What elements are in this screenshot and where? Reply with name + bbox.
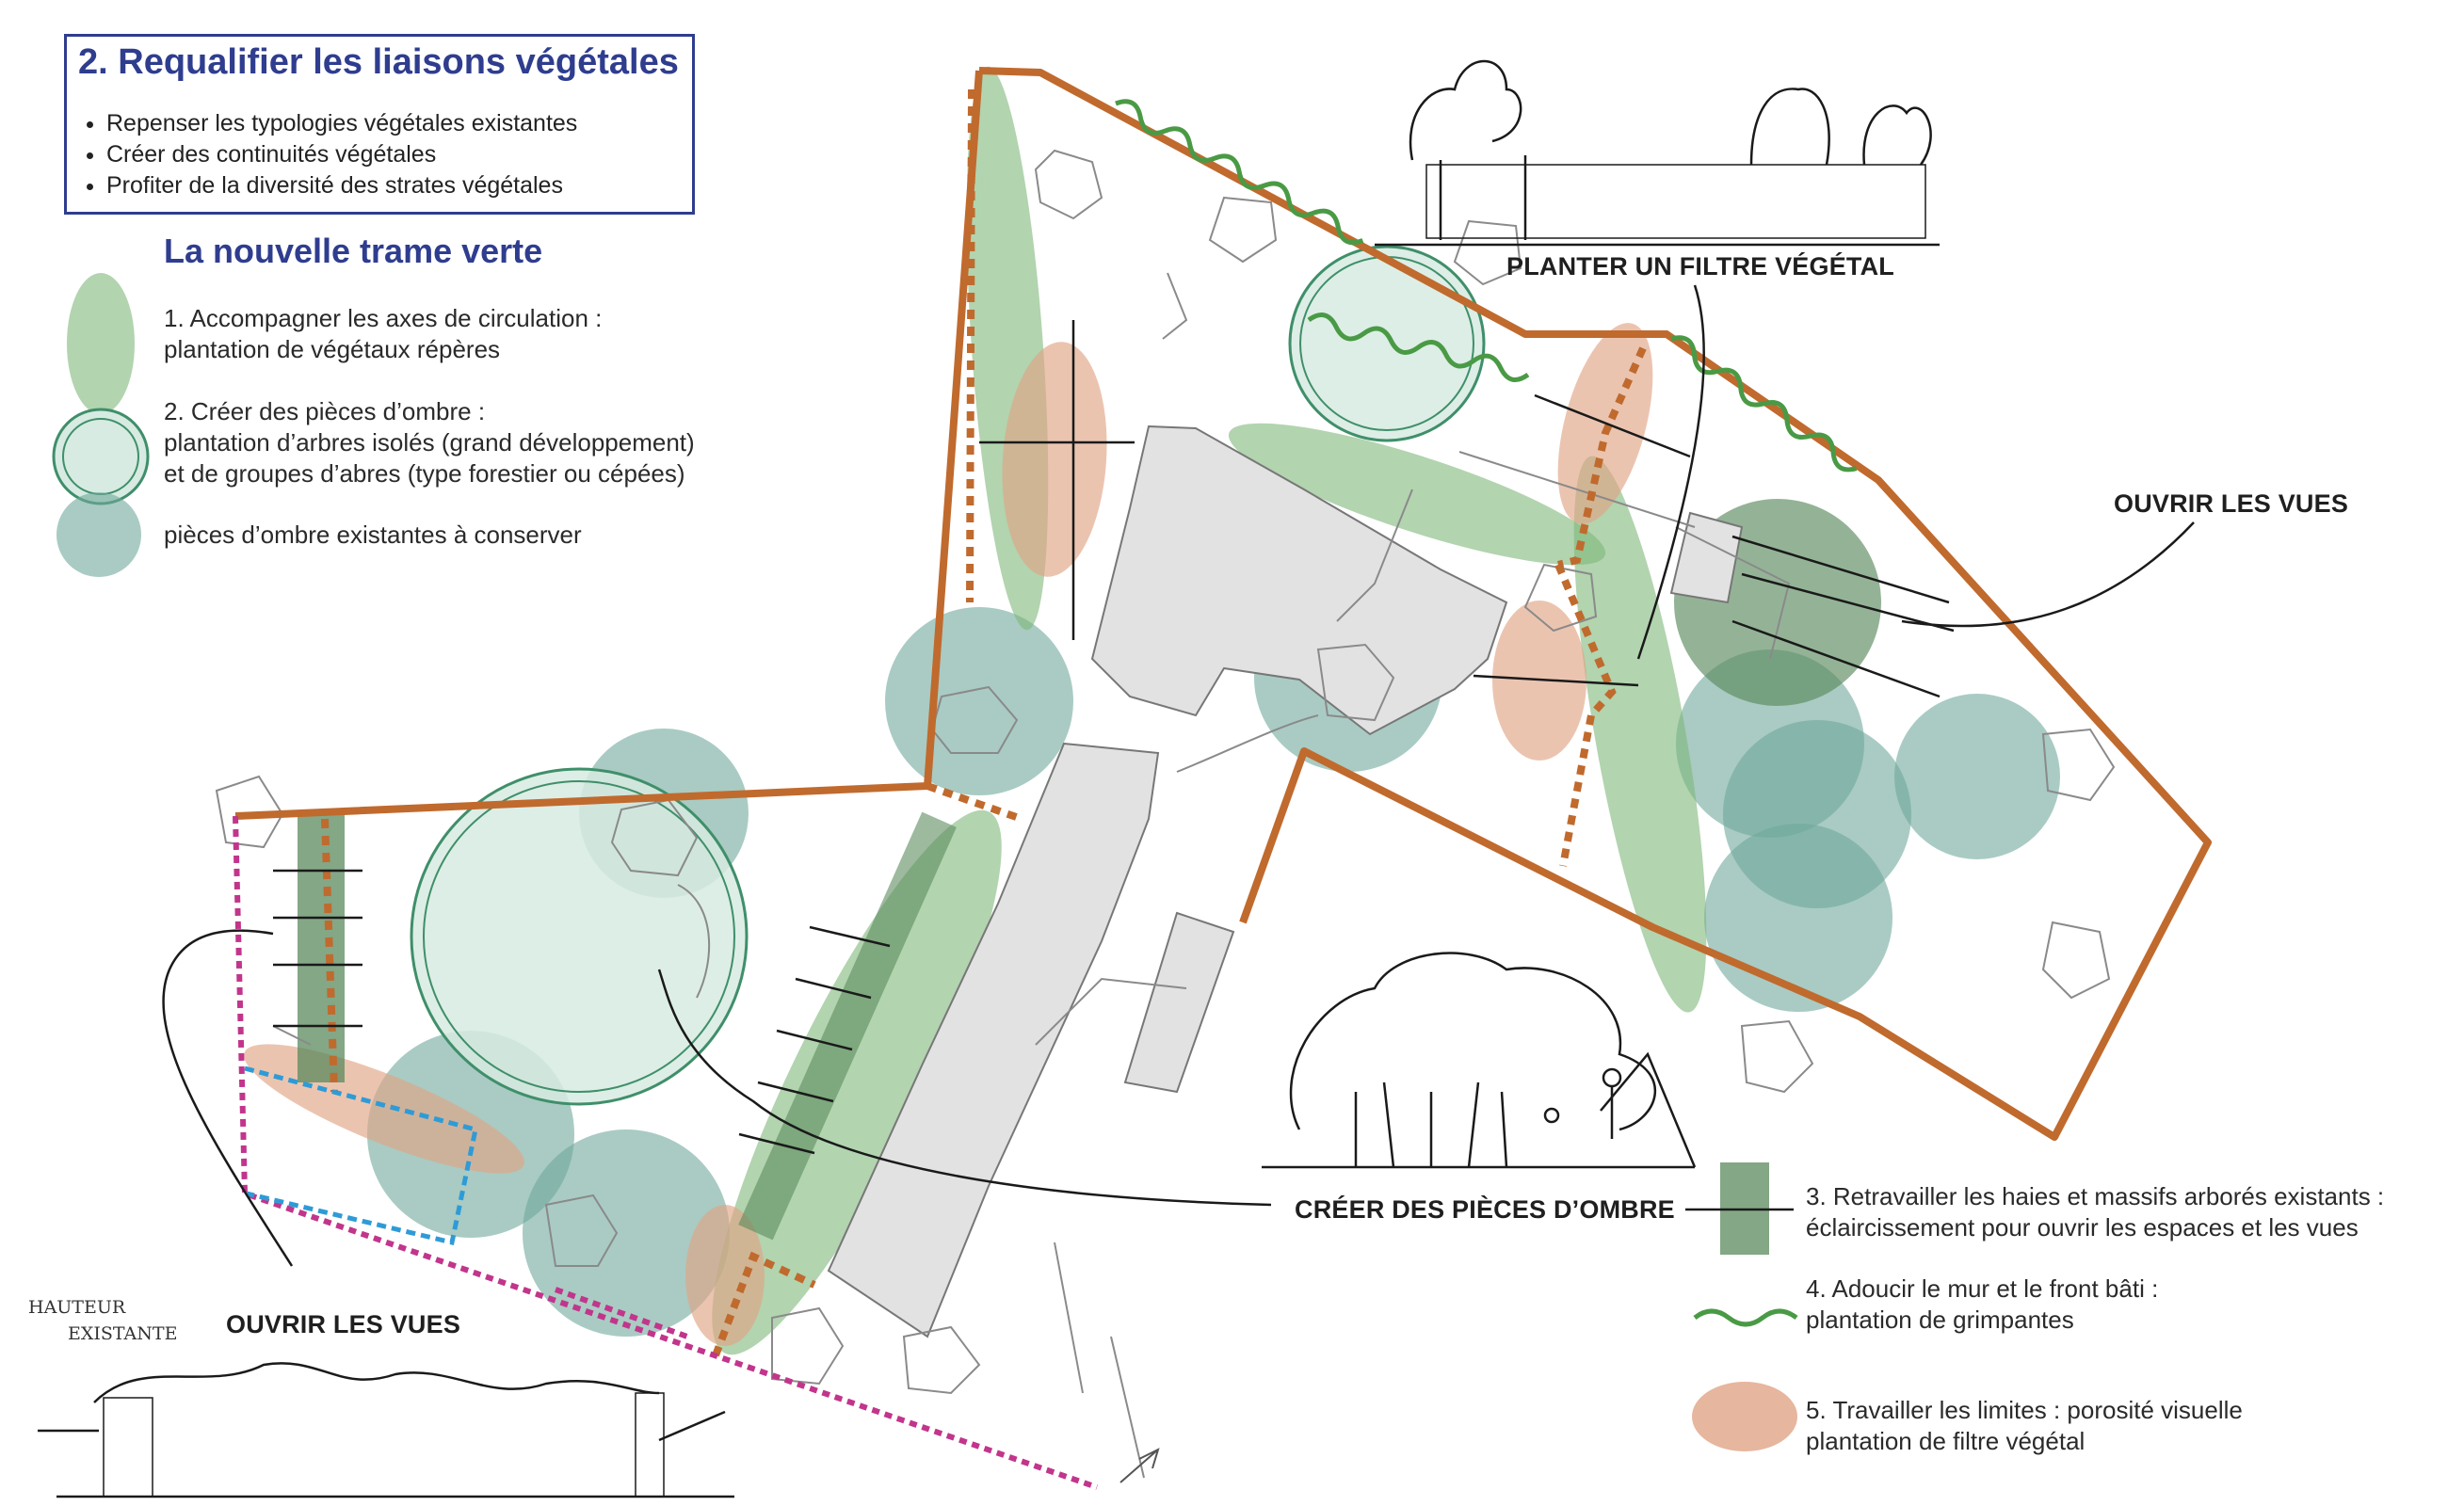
existing-shade — [1704, 824, 1892, 1012]
building — [1123, 911, 1235, 1094]
leader-lines — [162, 284, 2195, 1267]
legend-item-4: 4. Adoucir le mur et le front bâti : pla… — [1806, 1274, 2158, 1336]
legend-item-5: 5. Travailler les limites : porosité vis… — [1806, 1395, 2243, 1457]
legend-item-line: 1. Accompagner les axes de circulation : — [164, 304, 603, 332]
north-arrow — [1119, 1448, 1160, 1483]
limit-blue — [244, 1065, 478, 1246]
building — [1090, 425, 1508, 736]
sketch-shade-section — [1262, 952, 1697, 1169]
existing-shade — [885, 607, 1073, 795]
new-shade-group — [410, 245, 1486, 1106]
legend-new-shade-swatch — [52, 408, 150, 505]
climber-wave — [1115, 99, 1364, 246]
existing-shade — [523, 1130, 730, 1337]
sketch-note-existante: EXISTANTE — [68, 1323, 178, 1344]
legend-item-line: plantation d’arbres isolés (grand dévelo… — [164, 428, 695, 457]
filter-planting — [685, 1205, 765, 1346]
callout-filtre: PLANTER UN FILTRE VÉGÉTAL — [1506, 252, 1894, 280]
legend-existing-shade-swatch — [56, 492, 141, 577]
legend-item-line: plantation de végétaux répères — [164, 335, 501, 363]
legend-item-line: plantation de filtre végétal — [1806, 1427, 2086, 1455]
header-bullet: Repenser les typologies végétales exista… — [106, 108, 577, 139]
legend-item-line: et de groupes d’abres (type forestier ou… — [164, 459, 685, 488]
legend-item-line: éclaircissement pour ouvrir les espaces … — [1806, 1213, 2359, 1242]
header-bullet: Profiter de la diversité des strates vég… — [106, 170, 577, 201]
callout-ouvrir-vues-right: OUVRIR LES VUES — [2114, 489, 2349, 518]
header-bullet: Créer des continuités végétales — [106, 139, 577, 170]
existing-shade — [1894, 694, 2060, 859]
building-group — [827, 425, 1744, 1338]
sketch-filter-section — [1375, 59, 1940, 247]
legend-item-2: 2. Créer des pièces d’ombre : plantation… — [164, 396, 695, 489]
hedge-rework — [298, 811, 345, 1082]
limit-dashed — [321, 88, 1647, 1357]
page-title: 2. Requalifier les liaisons végétales — [78, 42, 679, 82]
climber-wave — [1670, 335, 1858, 473]
view-arrows — [273, 320, 1955, 1155]
legend-item-line: 4. Adoucir le mur et le front bâti : — [1806, 1274, 2159, 1303]
hedge-rework — [738, 811, 957, 1241]
header-bullets: Repenser les typologies végétales exista… — [69, 108, 577, 201]
legend-item-line: 5. Travailler les limites : porosité vis… — [1806, 1396, 2243, 1424]
building — [827, 742, 1160, 1338]
callout-creer-ombre: CRÉER DES PIÈCES D’OMBRE — [1295, 1195, 1675, 1224]
climber-wave — [1307, 312, 1530, 383]
legend-item-line: pièces d’ombre existantes à conserver — [164, 521, 582, 549]
legend-item-line: 3. Retravailler les haies et massifs arb… — [1806, 1182, 2385, 1210]
legend-item-3: 3. Retravailler les haies et massifs arb… — [1806, 1181, 2384, 1243]
sketch-views-section — [38, 1362, 734, 1498]
legend-swatches — [52, 273, 1798, 1451]
callout-ouvrir-vues-left: OUVRIR LES VUES — [226, 1310, 461, 1338]
legend-title: La nouvelle trame verte — [164, 232, 543, 270]
legend-item-1: 1. Accompagner les axes de circulation :… — [164, 303, 602, 365]
sketch-note-hauteur: HAUTEUR — [28, 1297, 126, 1318]
legend-item-line: plantation de grimpantes — [1806, 1306, 2074, 1334]
legend-climber-swatch — [1693, 1308, 1798, 1327]
green-axis — [712, 809, 1002, 1355]
new-shade-big — [410, 767, 749, 1106]
sketch-context — [215, 149, 2116, 1479]
header-box: 2. Requalifier les liaisons végétales Re… — [64, 34, 695, 215]
limit-magenta — [233, 815, 1098, 1490]
legend-item-existing: pièces d’ombre existantes à conserver — [164, 520, 582, 551]
filter-planting — [1002, 342, 1107, 577]
legend-green-axis-swatch — [67, 273, 135, 414]
legend-filter-swatch — [1692, 1382, 1797, 1451]
green-axis — [1573, 456, 1707, 1013]
building — [1669, 511, 1744, 604]
legend-item-line: 2. Créer des pièces d’ombre : — [164, 397, 486, 425]
new-shade-top — [1288, 245, 1486, 442]
green-axis — [1228, 423, 1606, 566]
